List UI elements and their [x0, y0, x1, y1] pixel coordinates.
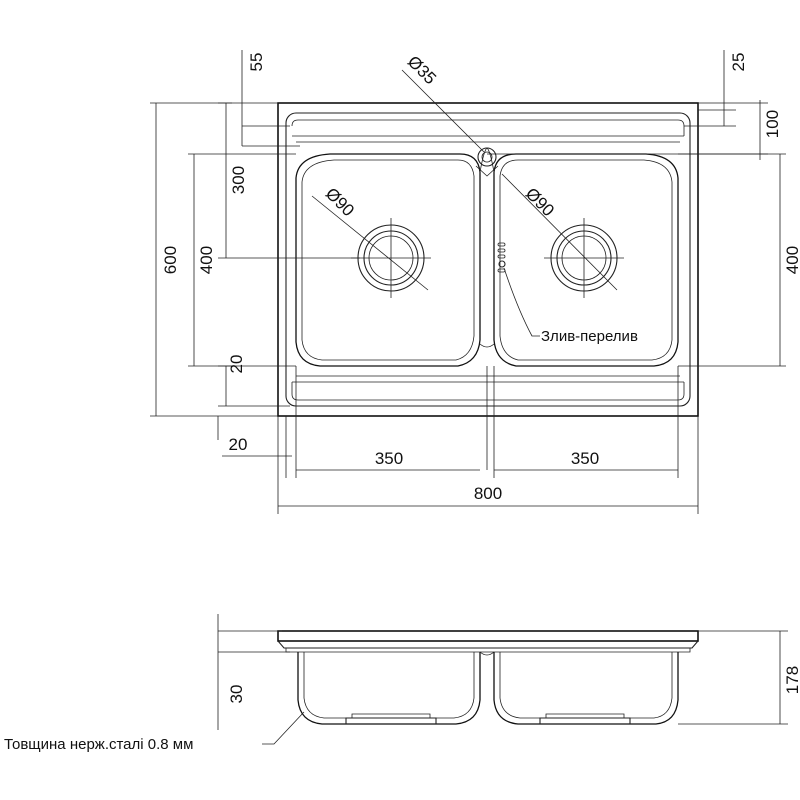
side-dimension-labels: 30 178 Товщина нерж.сталі 0.8 мм	[4, 666, 800, 753]
right-drain	[544, 218, 624, 298]
dim-left-bowl-depth: 400	[197, 246, 216, 274]
left-bowl	[295, 153, 481, 367]
side-rim	[277, 630, 699, 642]
sink-inner-rim	[285, 112, 691, 407]
sink-outer-rim	[277, 102, 699, 417]
side-right-basin	[493, 652, 679, 725]
dim-overall-width: 800	[474, 484, 502, 503]
side-left-basin	[297, 652, 481, 725]
overflow-label: Злив-перелив	[541, 328, 638, 345]
dim-offset-20-left: 20	[229, 435, 248, 454]
dim-top-55: 55	[247, 53, 266, 72]
dim-right-bowl-width: 350	[571, 449, 599, 468]
dim-left-drain: Ø90	[322, 184, 358, 220]
dim-left-bowl-width: 350	[375, 449, 403, 468]
dim-side-height: 178	[783, 666, 800, 694]
sink-top-view	[277, 102, 699, 470]
dim-faucet-hole: Ø35	[404, 52, 440, 88]
dim-offset-300: 300	[229, 166, 248, 194]
thickness-note: Товщина нерж.сталі 0.8 мм	[4, 736, 193, 753]
left-drain	[351, 218, 431, 298]
dim-right-bowl-depth: 400	[783, 246, 800, 274]
dim-right-drain: Ø90	[522, 184, 558, 220]
overflow-slots	[497, 242, 506, 273]
dimension-lines	[150, 50, 786, 514]
side-dimension-lines	[217, 614, 788, 745]
dim-side-rim: 30	[227, 685, 246, 704]
right-bowl	[493, 153, 679, 367]
dimension-labels: 600 400 300 20 55 20 350 350 800 400 25 …	[161, 52, 800, 503]
dim-top-25: 25	[729, 53, 748, 72]
dim-top-100: 100	[763, 110, 782, 138]
sink-side-view	[277, 630, 699, 725]
dim-overall-depth: 600	[161, 246, 180, 274]
faucet-hole	[477, 147, 497, 167]
dim-offset-20-bottom: 20	[227, 355, 246, 374]
